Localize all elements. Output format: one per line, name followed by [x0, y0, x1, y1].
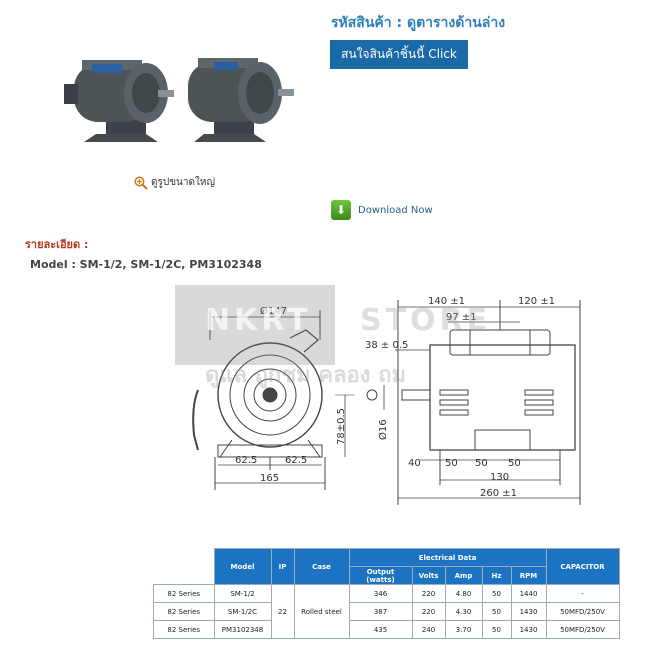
cell-output: 435 — [348, 620, 413, 639]
dim-side-top2: 120 ±1 — [518, 296, 555, 307]
table-subheader-row: Output (watts) Volts Amp Hz RPM — [154, 566, 620, 585]
cell-rpm: 1430 — [510, 602, 547, 621]
zoom-in-icon — [134, 175, 148, 190]
cell-amp: 3.70 — [444, 620, 483, 639]
download-link[interactable]: ⬇ Download Now — [331, 200, 433, 220]
cell-model: SM-1/2 — [213, 584, 272, 603]
dim-side-shaft-dia: Ø16 — [377, 419, 389, 440]
cell-amp: 4.30 — [444, 602, 483, 621]
table-row: 82 Series SM-1/2C 387 220 4.30 50 1430 5… — [153, 602, 620, 621]
col-model: Model — [213, 548, 272, 585]
spec-table: Model IP Case Electrical Data CAPACITOR … — [153, 548, 620, 639]
dim-front-height: 78±0.5 — [336, 408, 347, 445]
cell-volts: 220 — [411, 602, 446, 621]
cell-series: 82 Series — [153, 602, 215, 621]
cell-volts: 220 — [411, 584, 446, 603]
dim-front-diameter: Ø147 — [260, 305, 287, 317]
dim-side-top1: 140 ±1 — [428, 296, 465, 307]
cell-model: SM-1/2C — [213, 602, 272, 621]
col-hz: Hz — [481, 566, 512, 585]
motor-photo-left — [64, 60, 174, 142]
cell-hz: 50 — [481, 584, 512, 603]
col-amp: Amp — [444, 566, 483, 585]
col-ip: IP — [270, 548, 295, 585]
cell-amp: 4.80 — [444, 584, 483, 603]
dim-side-b6: 260 ±1 — [480, 488, 517, 499]
cell-hz: 50 — [481, 602, 512, 621]
cell-series: 82 Series — [153, 620, 215, 639]
cell-hz: 50 — [481, 620, 512, 639]
col-volts: Volts — [411, 566, 446, 585]
download-label: Download Now — [358, 204, 433, 216]
cell-capacitor: 50MFD/250V — [545, 602, 620, 621]
dim-front-base: 165 — [260, 473, 279, 484]
details-heading: รายละเอียด : — [25, 238, 89, 251]
motor-photo-right — [188, 58, 294, 142]
dim-side-b3: 50 — [475, 458, 488, 469]
cell-output: 387 — [348, 602, 413, 621]
table-header-row: Model IP Case Electrical Data CAPACITOR — [153, 548, 620, 585]
dim-side-top3: 97 ±1 — [446, 312, 477, 323]
table-row: 82 Series PM3102348 435 240 3.70 50 1430… — [153, 620, 620, 639]
cell-rpm: 1430 — [510, 620, 547, 639]
cell-volts: 240 — [411, 620, 446, 639]
dim-front-w2: 62.5 — [285, 455, 307, 466]
download-icon: ⬇ — [331, 200, 351, 220]
front-view — [192, 310, 355, 490]
table-row: 82 Series SM-1/2 22 Rolled steel 346 220… — [153, 584, 620, 639]
product-image[interactable] — [62, 48, 302, 144]
zoom-link-label: ดูรูปขนาดใหญ่ — [151, 177, 215, 188]
cell-capacitor: 50MFD/250V — [545, 620, 620, 639]
dim-side-b1: 40 — [408, 458, 421, 469]
dim-side-b4: 50 — [508, 458, 521, 469]
zoom-link[interactable]: ดูรูปขนาดใหญ่ — [134, 175, 215, 190]
col-electrical: Electrical Data — [348, 548, 547, 567]
cell-case: Rolled steel — [293, 584, 350, 639]
cell-rpm: 1440 — [510, 584, 547, 603]
interest-button[interactable]: สนใจสินค้าชิ้นนี้ Click — [330, 40, 468, 69]
model-line: Model : SM-1/2, SM-1/2C, PM3102348 — [30, 258, 262, 271]
col-case: Case — [293, 548, 350, 585]
col-capacitor: CAPACITOR — [545, 548, 620, 585]
dim-side-shaft-len: 38 ± 0.5 — [365, 340, 408, 351]
cell-output: 346 — [348, 584, 413, 603]
dim-front-w1: 62.5 — [235, 455, 257, 466]
cell-model: PM3102348 — [213, 620, 272, 639]
side-view — [366, 300, 581, 505]
cell-capacitor: - — [545, 584, 620, 603]
dim-side-b2: 50 — [445, 458, 458, 469]
cell-ip: 22 — [270, 584, 295, 639]
col-rpm: RPM — [510, 566, 547, 585]
dim-side-b5: 130 — [490, 472, 509, 483]
cell-series: 82 Series — [153, 584, 215, 603]
dimension-drawing: Ø147 78±0.5 62.5 62.5 165 140 ±1 120 ±1 … — [192, 296, 581, 505]
col-output: Output (watts) — [348, 566, 413, 585]
product-code: รหัสสินค้า : ดูตารางด้านล่าง — [331, 15, 506, 31]
